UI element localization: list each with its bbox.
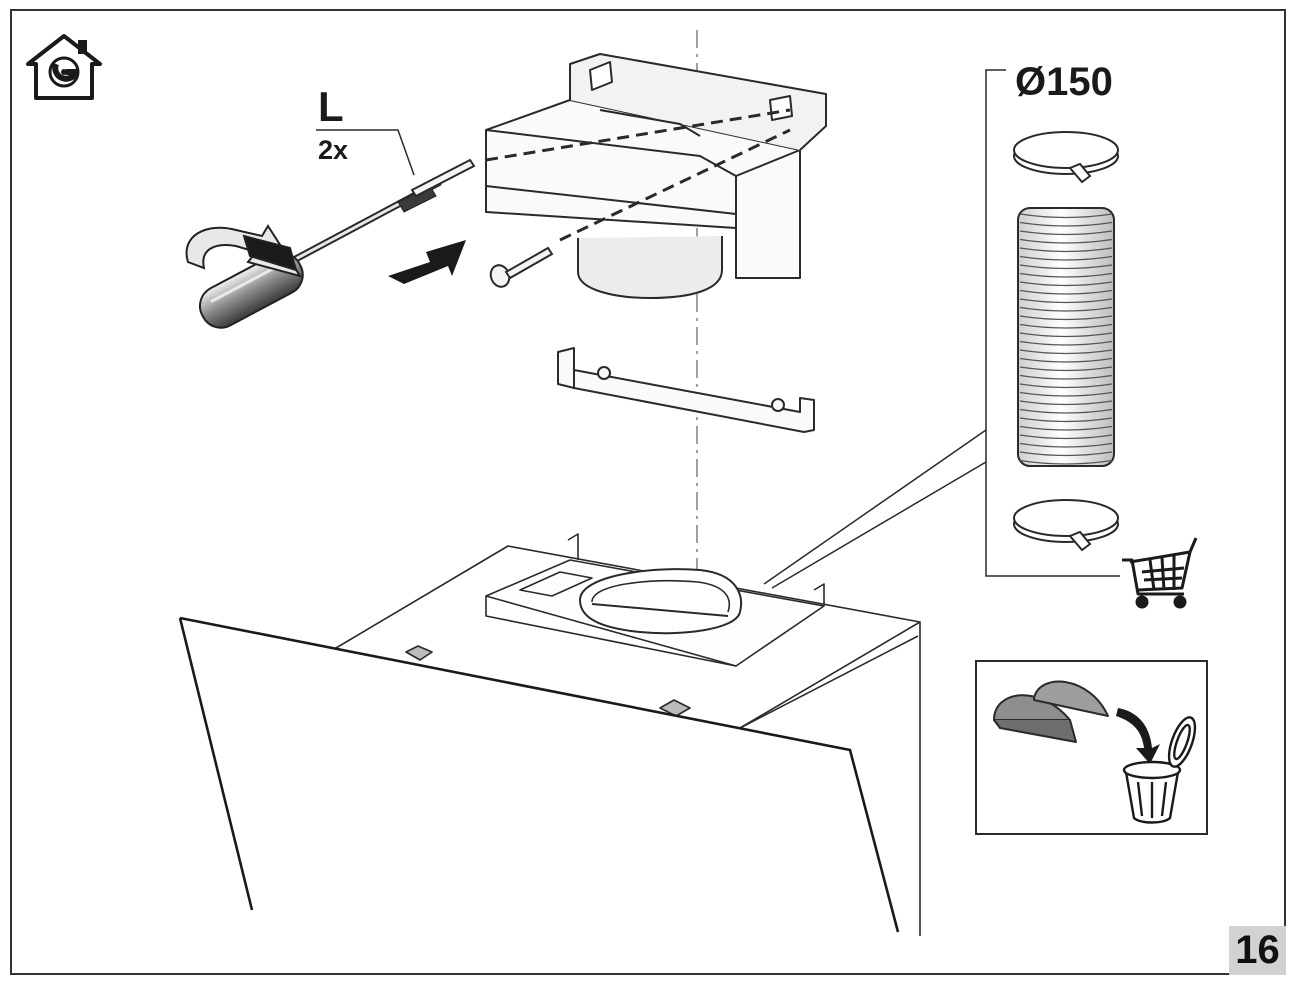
screw-length-leader [316, 129, 415, 176]
hood-top [335, 533, 921, 936]
hood-glass-panel [178, 616, 900, 933]
screwdriver-icon [198, 164, 471, 329]
damper-flaps [993, 680, 1109, 743]
screw-count-label: 2x [318, 135, 349, 165]
flexible-hose [1017, 207, 1115, 467]
hose-clamp-lower [1013, 499, 1119, 552]
duct-diameter-label: Ø150 [1015, 60, 1113, 104]
push-arrow-icon [388, 240, 466, 284]
shopping-cart-icon [1122, 537, 1198, 609]
screws [410, 158, 554, 288]
mounting-bracket [557, 347, 815, 433]
page-frame [10, 9, 1286, 975]
page-number-box: 16 [1229, 926, 1286, 975]
hose-clamp-upper [1013, 131, 1119, 184]
accessory-leader [763, 69, 1120, 589]
screw-length-label: L [318, 83, 344, 130]
duct-connector [485, 53, 827, 299]
trash-bin-icon [1122, 716, 1197, 824]
disposal-arrow-icon [1116, 708, 1160, 764]
ducted-extraction-house-icon [26, 34, 102, 100]
rotate-arrow-icon [185, 224, 303, 278]
page-number: 16 [1235, 928, 1280, 972]
